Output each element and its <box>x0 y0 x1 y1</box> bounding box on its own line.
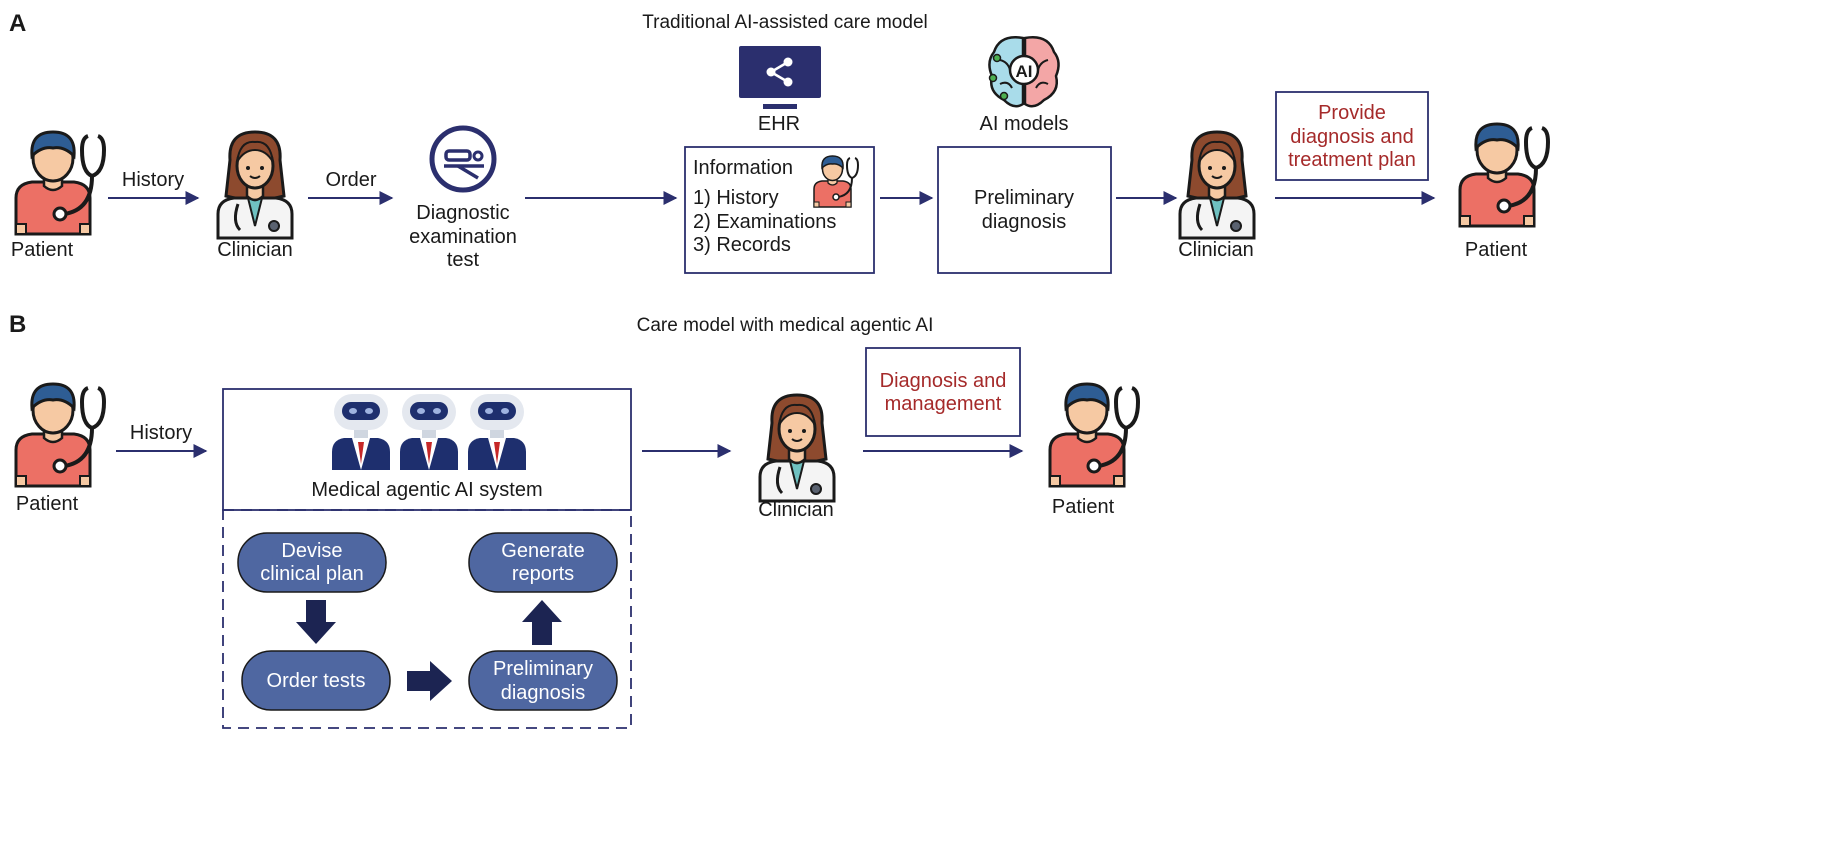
up-arrow-icon <box>522 600 562 645</box>
devise-line-1: Devise <box>281 540 342 562</box>
ehr-label: EHR <box>758 113 800 135</box>
provide-line-1: Provide <box>1318 102 1386 124</box>
information-item-2: 2) Examinations <box>693 211 836 233</box>
patient-label-a: Patient <box>11 239 74 261</box>
right-arrow-icon <box>407 661 452 701</box>
prelim-a-line-2: diagnosis <box>982 211 1067 233</box>
panel-a-letter: A <box>9 10 26 37</box>
patient-icon-b <box>14 382 106 488</box>
patient-label-b: Patient <box>16 493 79 515</box>
order-tests-label: Order tests <box>267 670 366 692</box>
devise-line-2: clinical plan <box>260 563 363 585</box>
prelim-b-line-1: Preliminary <box>493 658 593 680</box>
panel-b-title: Care model with medical agentic AI <box>637 315 934 336</box>
patient-label-a-2: Patient <box>1465 239 1528 261</box>
generate-step <box>468 532 618 593</box>
workflow-box <box>222 509 632 729</box>
devise-step <box>237 532 387 593</box>
provide-line-2: diagnosis and <box>1290 126 1413 148</box>
preliminary-diagnosis-box-a <box>937 146 1112 274</box>
down-arrow-icon <box>296 600 336 644</box>
panel-a-title: Traditional AI-assisted care model <box>642 12 927 33</box>
information-title: Information <box>693 157 793 179</box>
panel-b-letter: B <box>9 311 26 338</box>
clinician-label-a: Clinician <box>217 239 293 261</box>
history-label-b: History <box>130 422 192 444</box>
information-item-3: 3) Records <box>693 234 791 256</box>
dm-line-1: Diagnosis and <box>880 370 1007 392</box>
order-tests-step <box>241 650 391 711</box>
prelim-step <box>468 650 618 711</box>
ai-brain-icon <box>988 36 1060 108</box>
patient-icon-2 <box>1458 122 1550 228</box>
prelim-b-line-2: diagnosis <box>501 682 586 704</box>
order-label: Order <box>325 169 376 191</box>
history-label-a: History <box>122 169 184 191</box>
clinician-icon-2 <box>1178 130 1256 240</box>
patient-icon <box>14 130 106 236</box>
dm-line-2: management <box>885 393 1002 415</box>
patient-icon-b-2 <box>1048 382 1140 488</box>
generate-line-2: reports <box>512 563 574 585</box>
ai-models-label: AI models <box>980 113 1069 135</box>
diagnostic-line-2: examination <box>409 226 517 248</box>
clinician-icon-b <box>758 393 836 503</box>
diagnostic-test-icon <box>429 125 497 193</box>
prelim-a-line-1: Preliminary <box>974 187 1074 209</box>
information-item-1: 1) History <box>693 187 779 209</box>
clinician-label-b: Clinician <box>758 499 834 521</box>
patient-label-b-2: Patient <box>1052 496 1115 518</box>
diagnostic-line-3: test <box>447 249 480 271</box>
diagnostic-line-1: Diagnostic <box>416 202 509 224</box>
ehr-monitor-icon <box>739 46 821 109</box>
generate-line-1: Generate <box>501 540 584 562</box>
provide-line-3: treatment plan <box>1288 149 1416 171</box>
ai-badge: AI <box>1016 62 1033 81</box>
diagnosis-management-box <box>865 347 1021 437</box>
clinician-icon <box>216 130 294 240</box>
clinician-label-a-2: Clinician <box>1178 239 1254 261</box>
system-label: Medical agentic AI system <box>311 479 542 501</box>
provide-box <box>1275 91 1429 181</box>
